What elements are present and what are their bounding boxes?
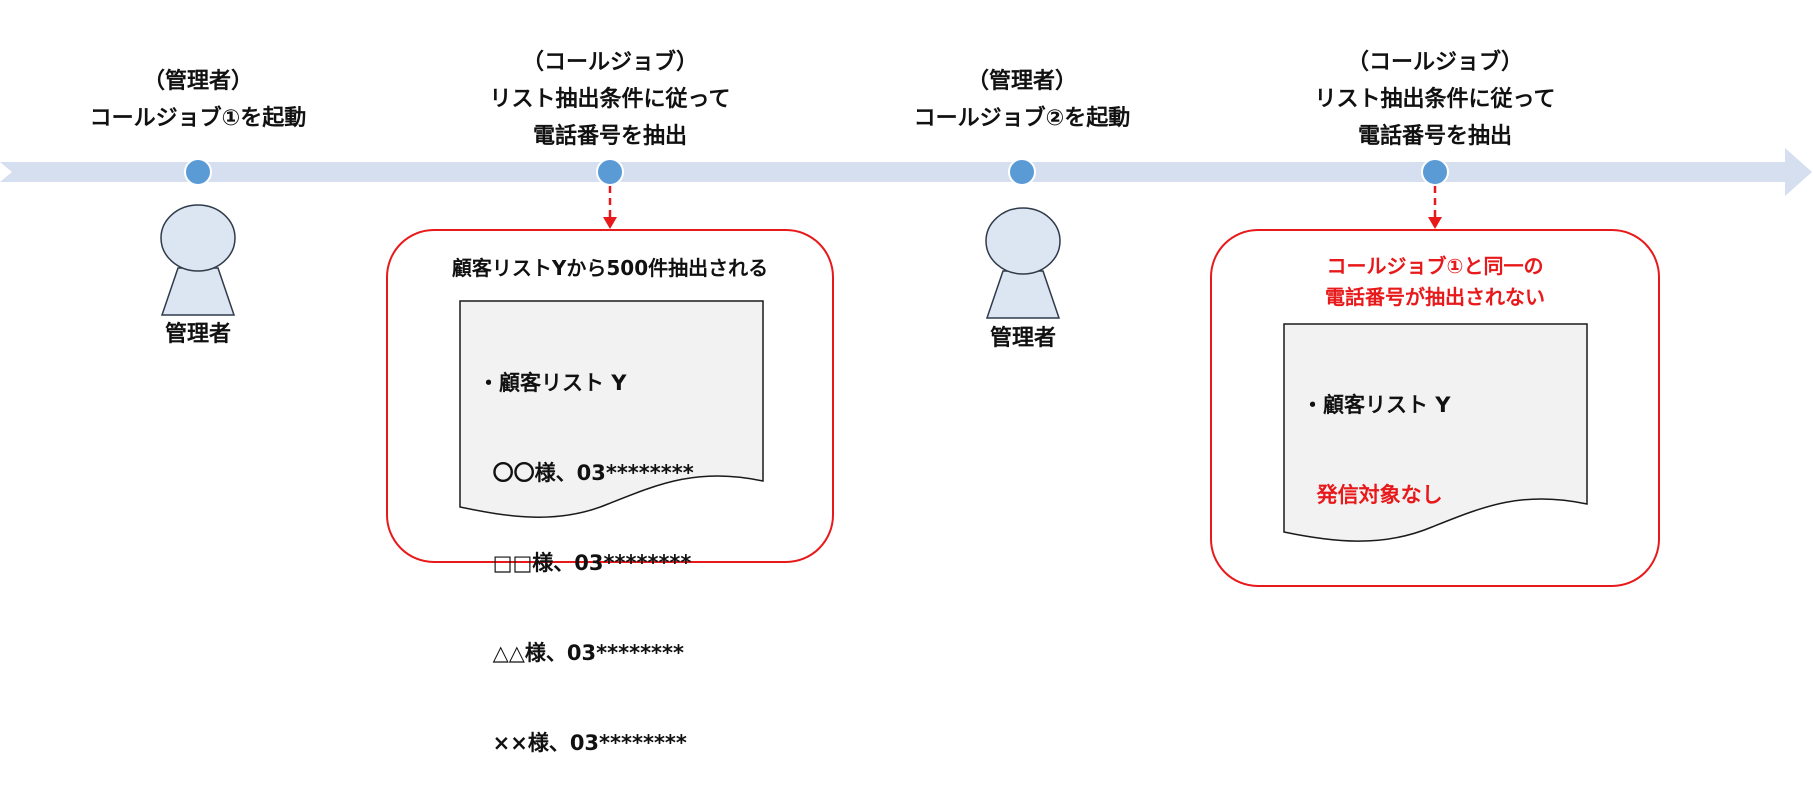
event-label-4: （コールジョブ） リスト抽出条件に従って 電話番号を抽出 [1285,44,1585,155]
event-label-line: リスト抽出条件に従って [489,87,731,112]
document-icon [459,300,764,518]
event-label-line: リスト抽出条件に従って [1314,87,1556,112]
timeline-arrow [0,148,1812,196]
actor-label-2: 管理者 [989,326,1056,351]
document-entry: △△様、03******** [478,641,685,665]
document-entry: 〇〇様、03******** [478,461,694,485]
result-caption-line: 電話番号が抽出されない [1325,285,1545,309]
event-label-line: 電話番号を抽出 [1357,124,1512,149]
result-caption-line: コールジョブ①と同一の [1326,254,1544,278]
event-label-3: （管理者） コールジョブ②を起動 [882,63,1162,137]
person-icon [985,207,1061,319]
event-label-line: （管理者） [966,69,1077,94]
event-label-line: （管理者） [142,69,253,94]
document-content-2: ・顧客リスト Y 発信対象なし [1302,330,1451,540]
person-icon [160,204,236,316]
document-title: ・顧客リスト Y [1302,393,1451,417]
event-label-line: コールジョブ②を起動 [913,106,1131,131]
document-title: ・顧客リスト Y [478,371,627,395]
milestone-dot-1 [184,158,212,186]
event-label-1: （管理者） コールジョブ①を起動 [58,63,338,137]
milestone-dot-2 [596,158,624,186]
result-caption: 顧客リストYから500件抽出される [388,253,832,284]
event-label-line: （コールジョブ） [521,50,698,75]
event-label-2: （コールジョブ） リスト抽出条件に従って 電話番号を抽出 [460,44,760,155]
event-label-line: コールジョブ①を起動 [89,106,307,131]
milestone-dot-4 [1421,158,1449,186]
connector-arrowhead-1 [603,217,617,229]
document-content-1: ・顧客リスト Y 〇〇様、03******** □□様、03******** △… [478,308,694,788]
document-entry: ××様、03******** [478,731,687,755]
document-entry: □□様、03******** [478,551,692,575]
event-label-line: （コールジョブ） [1346,50,1523,75]
document-entry: 発信対象なし [1302,483,1443,507]
actor-label-1: 管理者 [164,322,231,347]
connector-arrowhead-2 [1428,217,1442,229]
result-caption-line: 顧客リストYから500件抽出される [451,256,769,280]
timeline [0,148,1812,229]
result-caption: コールジョブ①と同一の 電話番号が抽出されない [1212,251,1658,313]
event-label-line: 電話番号を抽出 [532,124,687,149]
milestone-dot-3 [1008,158,1036,186]
document-icon [1283,323,1588,542]
